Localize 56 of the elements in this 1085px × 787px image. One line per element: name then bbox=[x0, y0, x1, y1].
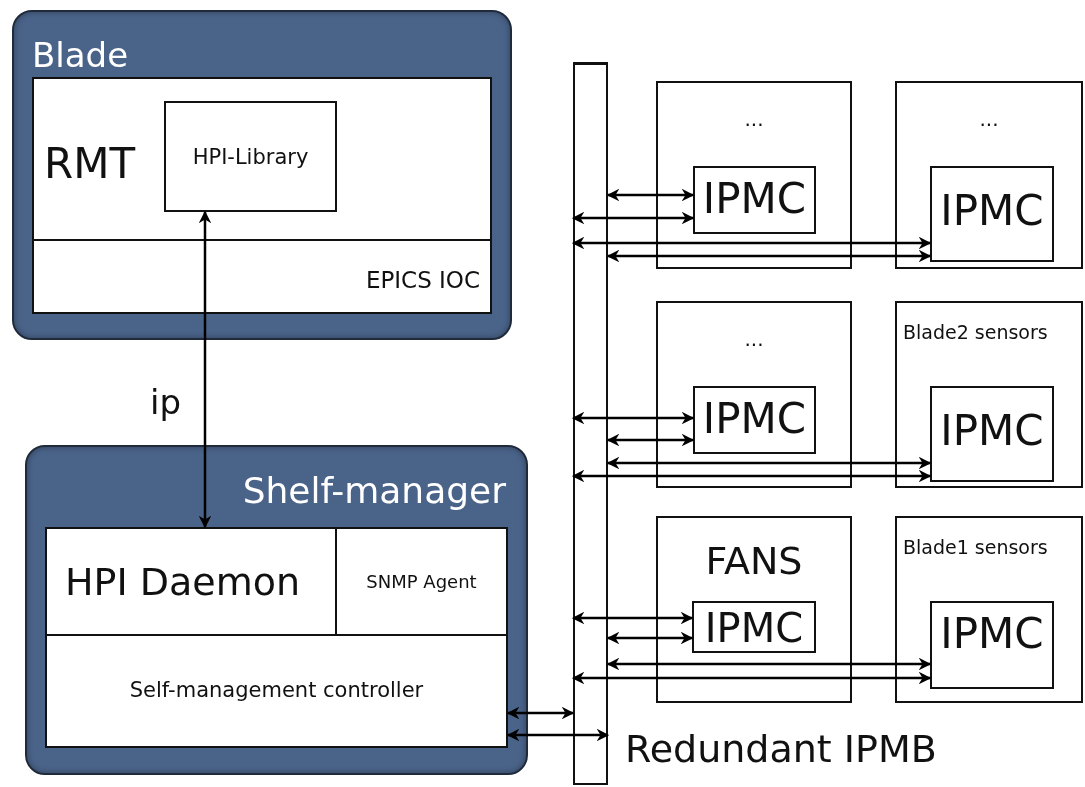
daemon-box bbox=[45, 527, 337, 636]
slot-box bbox=[656, 81, 852, 269]
bus-bar bbox=[573, 62, 608, 785]
slot-label: ... bbox=[743, 109, 765, 129]
arrow bbox=[606, 188, 695, 202]
box-label: HPI-Library bbox=[191, 147, 310, 168]
slot-label: Blade2 sensors bbox=[903, 323, 1048, 342]
controller-module bbox=[930, 601, 1054, 689]
arrow bbox=[506, 706, 575, 720]
box-label: HPI Daemon bbox=[65, 563, 301, 601]
shelf-manager-panel bbox=[25, 445, 528, 775]
controller-module bbox=[692, 601, 816, 653]
library-box bbox=[164, 101, 337, 212]
module-label: IPMC bbox=[939, 190, 1045, 232]
slot-label: ... bbox=[743, 329, 765, 349]
arrow bbox=[571, 469, 932, 483]
arrow bbox=[606, 657, 932, 671]
module-label: IPMC bbox=[703, 608, 805, 648]
box-label: Self-management controller bbox=[128, 680, 425, 701]
arrow bbox=[571, 411, 695, 425]
panel-title: Shelf-manager bbox=[242, 473, 506, 509]
slot-label: FANS bbox=[704, 542, 804, 580]
slot-label: Blade1 sensors bbox=[903, 538, 1048, 557]
slot-box bbox=[895, 301, 1083, 488]
controller-box bbox=[45, 634, 508, 748]
box-label: SNMP Agent bbox=[365, 573, 478, 591]
module-label: IPMC bbox=[701, 178, 808, 220]
arrow bbox=[606, 249, 932, 263]
controller-module bbox=[930, 386, 1054, 482]
module-label: RMT bbox=[44, 143, 136, 185]
bus-label: Redundant IPMB bbox=[625, 730, 937, 768]
module-label: IPMC bbox=[939, 613, 1045, 655]
agent-box bbox=[335, 527, 508, 636]
box-label: EPICS IOC bbox=[365, 269, 480, 292]
module-label: IPMC bbox=[939, 410, 1045, 452]
module-label: IPMC bbox=[701, 398, 808, 440]
blade-panel bbox=[12, 10, 512, 340]
arrow bbox=[571, 671, 932, 685]
arrow bbox=[606, 456, 932, 470]
arrow bbox=[506, 728, 610, 742]
slot-box bbox=[656, 516, 852, 703]
slot-label: ... bbox=[978, 109, 1000, 129]
arrow bbox=[198, 210, 212, 529]
controller-module bbox=[930, 166, 1054, 262]
edge-label: ip bbox=[150, 385, 182, 419]
arrow bbox=[571, 611, 694, 625]
controller-module bbox=[693, 166, 816, 234]
arrow bbox=[606, 631, 694, 645]
slot-box bbox=[895, 516, 1083, 703]
arrow bbox=[606, 433, 695, 447]
controller-module bbox=[693, 386, 816, 454]
arrow bbox=[571, 211, 695, 225]
panel-title: Blade bbox=[32, 38, 129, 72]
slot-box bbox=[656, 301, 852, 488]
arrow bbox=[571, 236, 932, 250]
slot-box bbox=[895, 81, 1083, 269]
